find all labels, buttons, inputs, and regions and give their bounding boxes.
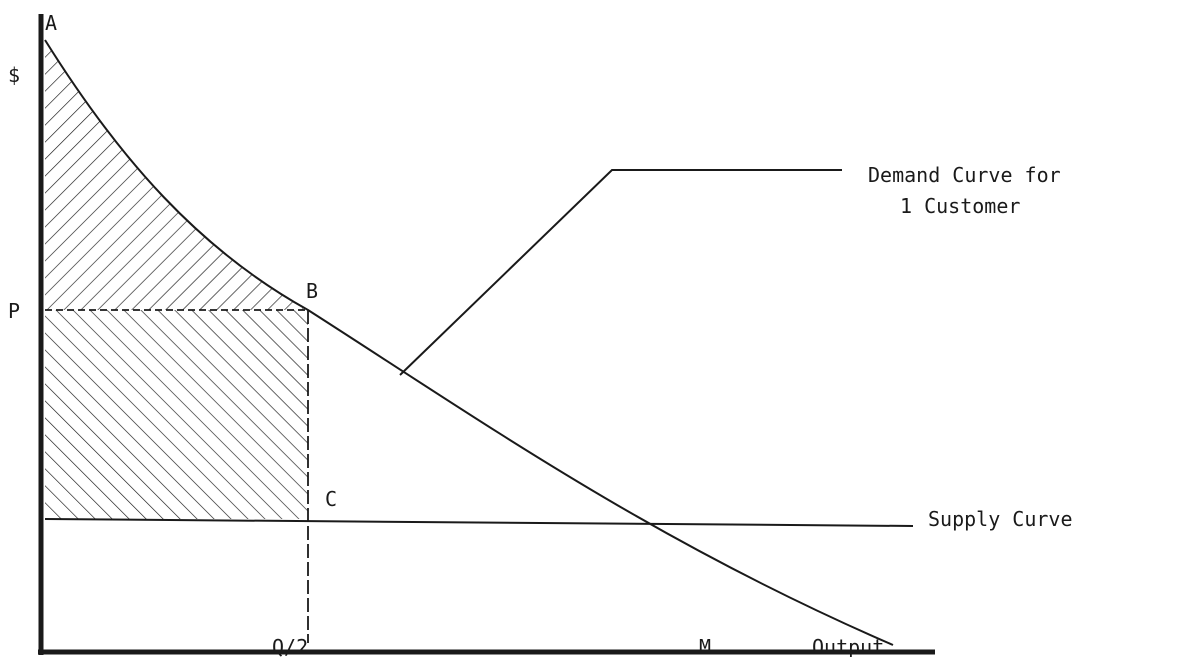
q-half-label: Q/2	[272, 635, 308, 657]
x-axis-label: Output	[812, 635, 884, 657]
demand-curve-label-line1: Demand Curve for	[868, 163, 1061, 187]
supply-curve-label: Supply Curve	[928, 507, 1073, 531]
y-axis-label: $	[8, 63, 20, 87]
point-c-label: C	[325, 487, 337, 511]
revenue-area	[45, 310, 308, 519]
point-a-label: A	[45, 11, 57, 35]
point-p-label: P	[8, 299, 20, 323]
point-b-label: B	[306, 279, 318, 303]
point-m-label: M	[699, 635, 711, 657]
demand-curve-label-line2: 1 Customer	[900, 194, 1020, 218]
consumer-surplus-area	[45, 40, 308, 310]
demand-leader-line	[399, 169, 842, 376]
demand-curve	[44, 39, 894, 646]
supply-curve	[44, 518, 914, 527]
